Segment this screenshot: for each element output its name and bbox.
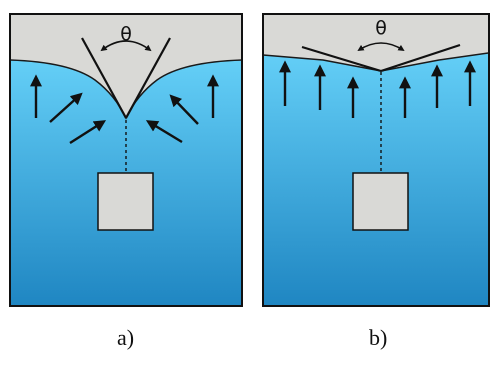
panel-a-frame bbox=[9, 13, 243, 307]
panel-a: θ bbox=[9, 13, 243, 307]
panel-b-tangent-right bbox=[380, 43, 461, 73]
panel-b-frame bbox=[262, 13, 490, 307]
panel-b-weight bbox=[352, 172, 409, 231]
panel-a-angle-arc bbox=[100, 40, 152, 52]
panel-a-arrow-diag-right-upper bbox=[169, 94, 199, 125]
panel-a-arrow-diag-left-upper bbox=[49, 92, 83, 123]
panel-a-arrow-diag-left-lower bbox=[69, 120, 107, 145]
panel-a-theta-label: θ bbox=[120, 23, 132, 45]
panel-b-tangent-left bbox=[301, 45, 382, 73]
panel-b-angle-arc bbox=[357, 42, 405, 52]
panel-a-tangent-left bbox=[81, 37, 127, 119]
panel-a-tangent-right bbox=[125, 37, 171, 119]
panel-b: θ bbox=[262, 13, 490, 307]
panel-a-arrow-diag-right-lower bbox=[145, 120, 183, 144]
panel-b-caption: b) bbox=[369, 325, 388, 350]
panel-a-weight bbox=[97, 172, 154, 231]
panel-a-caption: a) bbox=[117, 325, 135, 350]
panel-b-theta-label: θ bbox=[375, 17, 387, 39]
